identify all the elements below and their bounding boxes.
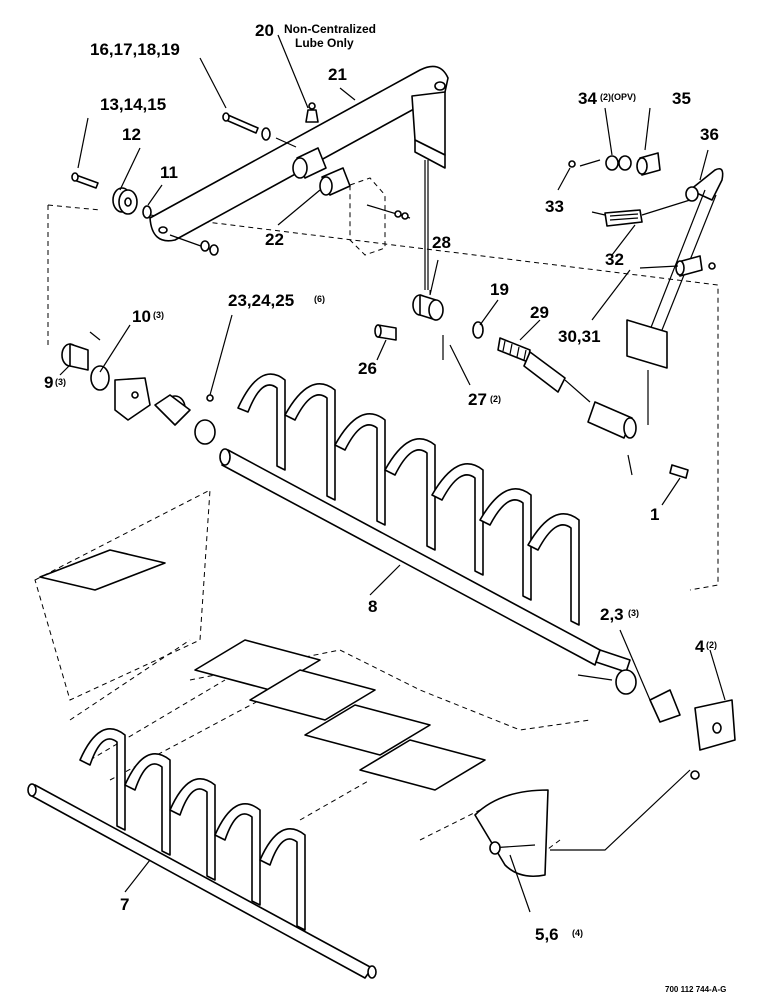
bolt-13-15 (71, 172, 99, 189)
callout-23-25: 23,24,25 (228, 291, 294, 310)
callout-4-qty: (2) (706, 640, 717, 650)
callout-30-31: 30,31 (558, 327, 601, 346)
washer-11 (142, 205, 152, 219)
shaft-7 (27, 728, 377, 979)
callout-20: 20 (255, 21, 274, 40)
callout-23-25-qty: (6) (314, 294, 325, 304)
callout-27: 27 (468, 390, 487, 409)
callout-27-qty: (2) (490, 394, 501, 404)
bearing-set-right (577, 649, 736, 780)
shaft-8 (219, 373, 601, 666)
callout-labels: 20 Non-Centralized Lube Only 21 16,17,18… (44, 21, 726, 994)
rod-assembly (374, 294, 689, 479)
bushing-22 (292, 147, 351, 196)
callout-10-qty: (3) (153, 310, 164, 320)
callout-19: 19 (490, 280, 509, 299)
callout-33: 33 (545, 197, 564, 216)
callout-5-6: 5,6 (535, 925, 559, 944)
callout-5-6-qty: (4) (572, 928, 583, 938)
callout-8: 8 (368, 597, 377, 616)
callout-26: 26 (358, 359, 377, 378)
callout-11: 11 (160, 163, 178, 182)
callout-2-3: 2,3 (600, 605, 624, 624)
callout-16-19: 16,17,18,19 (90, 40, 180, 59)
callout-20-note-1: Non-Centralized (284, 22, 376, 36)
callout-10: 10 (132, 307, 151, 326)
callout-22: 22 (265, 230, 284, 249)
callout-9-qty: (3) (55, 377, 66, 387)
callout-7: 7 (120, 895, 129, 914)
callout-28: 28 (432, 233, 451, 252)
spring-linkage (568, 152, 724, 425)
leader-lines (59, 34, 726, 913)
callout-29: 29 (530, 303, 549, 322)
callout-32: 32 (605, 250, 624, 269)
mount-bracket (349, 177, 411, 256)
callout-20-note-2: Lube Only (295, 36, 354, 50)
callout-13-15: 13,14,15 (100, 95, 166, 114)
tines-shaft-8 (237, 373, 580, 626)
fastener-lower-arm (169, 234, 219, 256)
callout-35: 35 (672, 89, 691, 108)
callout-12: 12 (122, 125, 141, 144)
callout-34-qty: (2)(OPV) (600, 92, 636, 102)
grease-zerk-20 (305, 102, 319, 123)
callout-34: 34 (578, 89, 597, 108)
callout-2-3-qty: (3) (628, 608, 639, 618)
drawing-code: 700 112 744-A-G (665, 985, 726, 994)
upper-arm-21 (149, 65, 449, 290)
callout-36: 36 (700, 125, 719, 144)
callout-4: 4 (695, 637, 705, 656)
bolt-16-19 (222, 112, 297, 148)
floor-plates (39, 549, 486, 791)
callout-21: 21 (328, 65, 347, 84)
shield-plate (474, 789, 549, 878)
callout-9: 9 (44, 373, 53, 392)
callout-1: 1 (650, 505, 659, 524)
roller-12 (112, 187, 138, 215)
bearing-set-left (61, 331, 216, 445)
